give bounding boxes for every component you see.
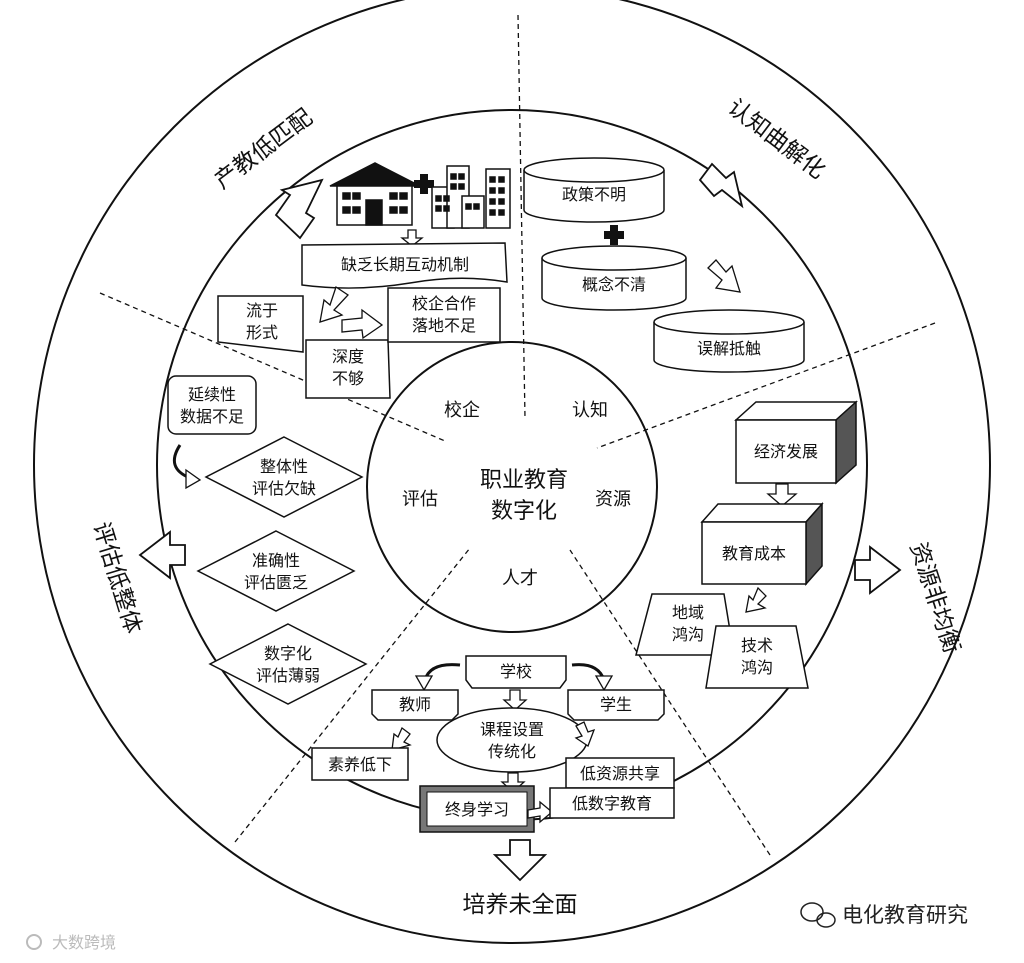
trap-diyu-line1: 地域 — [672, 603, 704, 622]
curved-arrow-right-head-icon — [594, 675, 614, 692]
arrow-renzhi-icon — [698, 162, 744, 209]
arrow-ziyuan-icon — [854, 545, 902, 595]
outer-label-peiyang: 培养未全面 — [463, 892, 578, 918]
dia-zhengti — [204, 436, 364, 518]
dia-zhunque-line2: 评估匮乏 — [244, 573, 308, 592]
trap-diyu-line2: 鸿沟 — [672, 625, 704, 644]
cube-jiaoyu — [700, 502, 824, 586]
outer-label-renzhi: 认知曲解化 — [722, 94, 829, 184]
school-building-icon — [329, 162, 421, 226]
box-suyang — [311, 747, 409, 781]
banner-text: 缺乏长期互动机制 — [341, 255, 469, 274]
arrow-down-small-icon — [502, 689, 528, 711]
box-xuesheng-text: 学生 — [600, 695, 632, 714]
center-title-line2: 数字化 — [491, 499, 557, 524]
box-zhongshen-text: 终身学习 — [445, 800, 509, 819]
dia-shuzi — [208, 623, 368, 705]
box-ziyuan-share-text: 低资源共享 — [580, 764, 660, 783]
cylinder-wujie — [653, 309, 805, 373]
cube-jingji — [734, 400, 858, 485]
box-shendu-line1: 深度 — [332, 347, 364, 366]
dia-shuzi-line1: 数字化 — [264, 644, 312, 663]
box-liuyu — [217, 295, 304, 353]
wechat-icon — [800, 902, 836, 928]
cylinder-zhengce — [523, 157, 665, 223]
ellipse-kecheng — [436, 707, 588, 773]
cube-jiaoyu-text: 教育成本 — [722, 544, 786, 563]
arrow-diag-icon — [745, 586, 767, 613]
outer-label-pinggu: 评估低整体 — [87, 519, 145, 637]
outward-arrows — [138, 162, 902, 882]
box-suyang-text: 素养低下 — [328, 755, 392, 774]
trap-jishu-line2: 鸿沟 — [741, 658, 773, 677]
cyl-zhengce-text: 政策不明 — [562, 185, 626, 204]
box-luodi-line1: 校企合作 — [412, 294, 476, 313]
city-buildings-icon — [431, 165, 511, 229]
curved-arrow-left-head-icon — [414, 675, 434, 692]
cyl-wujie-text: 误解抵触 — [697, 339, 761, 358]
dia-zhunque-line1: 准确性 — [252, 551, 300, 570]
arrow-peiyang-icon — [492, 839, 548, 882]
ellipse-kecheng-line1: 课程设置 — [480, 720, 544, 739]
dia-shuzi-line2: 评估薄弱 — [256, 666, 320, 685]
arrow-from-xuesheng-icon — [574, 721, 596, 747]
box-xuexiao-text: 学校 — [500, 662, 532, 681]
arrow-right-small-icon — [527, 800, 554, 824]
plus-icon — [604, 225, 624, 245]
center-circle — [366, 341, 658, 633]
sector-label-xiaoqi: 校企 — [444, 400, 480, 421]
box-xuesheng — [567, 689, 665, 721]
trap-jishu-line1: 技术 — [741, 636, 773, 655]
banner-shape — [301, 242, 508, 289]
arrow-down-icon — [766, 483, 798, 507]
box-liuyu-line2: 形式 — [246, 323, 278, 342]
box-liuyu-line1: 流于 — [246, 301, 278, 320]
sector-label-renzhi: 认知 — [572, 400, 608, 421]
outer-ring — [33, 0, 991, 944]
watermark-left: 大数跨境 — [52, 933, 116, 952]
trap-jishu — [705, 625, 809, 689]
box-yanxu-line1: 延续性 — [188, 385, 236, 404]
cylinder-gainian — [541, 245, 687, 311]
plus-icon — [414, 174, 434, 194]
box-shendu — [305, 339, 391, 399]
arrow-pinggu-icon — [138, 530, 186, 580]
outer-label-ziyuan: 资源非均衡 — [905, 539, 965, 656]
arrow-to-suyang-icon — [391, 726, 412, 751]
sector-label-pinggu: 评估 — [402, 489, 438, 510]
watermark-right: 电化教育研究 — [842, 903, 968, 927]
arrow-right-icon — [341, 308, 384, 340]
arrow-chanjiao-icon — [274, 178, 324, 240]
sector-dividers — [99, 14, 936, 856]
arrow-diag-down-icon — [707, 259, 741, 293]
ellipse-kecheng-line2: 传统化 — [488, 742, 536, 761]
box-xuexiao — [465, 655, 567, 689]
box-yanxu-line2: 数据不足 — [180, 407, 244, 426]
box-luodi — [387, 287, 501, 343]
box-yanxu — [167, 375, 257, 435]
arrow-diag-icon — [319, 285, 349, 323]
center-title-line1: 职业教育 — [480, 468, 568, 493]
sector-label-rencai: 人才 — [502, 568, 538, 589]
curved-arrow-head-icon — [185, 468, 202, 490]
box-shendu-line2: 不够 — [332, 369, 364, 388]
outer-label-chanjiao: 产教低匹配 — [210, 104, 317, 194]
watermark-logo-icon — [26, 934, 42, 950]
arrow-down-small-icon — [400, 229, 424, 247]
cube-jingji-text: 经济发展 — [754, 442, 818, 461]
sector-label-ziyuan: 资源 — [595, 489, 631, 510]
box-di-shuzi-text: 低数字教育 — [572, 794, 652, 813]
box-di-shuzi — [549, 787, 675, 819]
dia-zhengti-line1: 整体性 — [260, 457, 308, 476]
box-jiaoshi-text: 教师 — [399, 695, 431, 714]
dia-zhengti-line2: 评估欠缺 — [252, 479, 316, 498]
box-luodi-line2: 落地不足 — [412, 316, 476, 335]
box-zhongshen — [419, 785, 535, 833]
dia-zhunque — [196, 530, 356, 612]
cyl-gainian-text: 概念不清 — [582, 275, 646, 294]
